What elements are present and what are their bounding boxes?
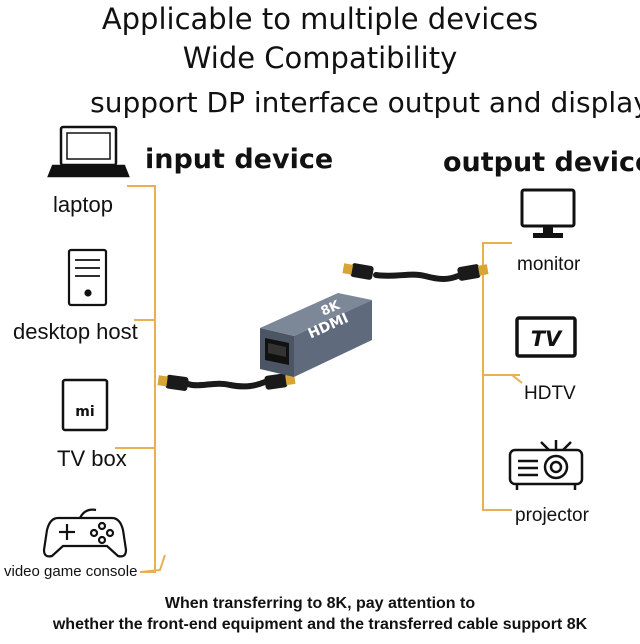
output-hdmi-cable (342, 263, 489, 282)
monitor-icon (520, 188, 576, 238)
input-label-desktop-host: desktop host (13, 319, 138, 344)
input-label-game-console: video game console (4, 563, 138, 580)
cable-plug-right (457, 264, 489, 281)
heading-line-3: support DP interface output and display (90, 86, 640, 119)
footer-line-1: When transferring to 8K, pay attention t… (164, 595, 476, 612)
output-label-monitor: monitor (517, 254, 581, 275)
heading-line-2: Wide Compatibility (182, 41, 458, 75)
gamepad-icon (42, 508, 128, 558)
hdmi-adapter: 8K HDMI (260, 293, 372, 377)
cable-plug-left (342, 263, 374, 280)
input-device-title: input device (145, 144, 334, 175)
desktop-tower-icon (67, 248, 108, 307)
footer-line-2: whether the front-end equipment and the … (52, 616, 588, 633)
laptop-icon (47, 125, 130, 178)
heading-line-1: Applicable to multiple devices (101, 2, 539, 36)
output-device-title: output device (443, 147, 640, 178)
tv-icon-badge: TV (531, 327, 563, 351)
tv-box-icon: mi (61, 378, 109, 432)
output-label-hdtv: HDTV (524, 383, 576, 404)
output-label-projector: projector (515, 505, 589, 526)
output-connector-lines (482, 242, 523, 511)
input-hdmi-cable (157, 373, 296, 391)
projector-icon (508, 440, 584, 490)
tv-icon: TV (515, 316, 577, 358)
tv-box-badge: mi (75, 404, 94, 420)
adapter-spec-label: 8K (319, 298, 343, 320)
input-connector-lines (115, 185, 166, 573)
input-label-laptop: laptop (53, 192, 113, 217)
cable-plug-left-lower (157, 374, 189, 391)
input-label-tv-box: TV box (57, 446, 127, 471)
cable-plug-right-lower (264, 373, 296, 390)
